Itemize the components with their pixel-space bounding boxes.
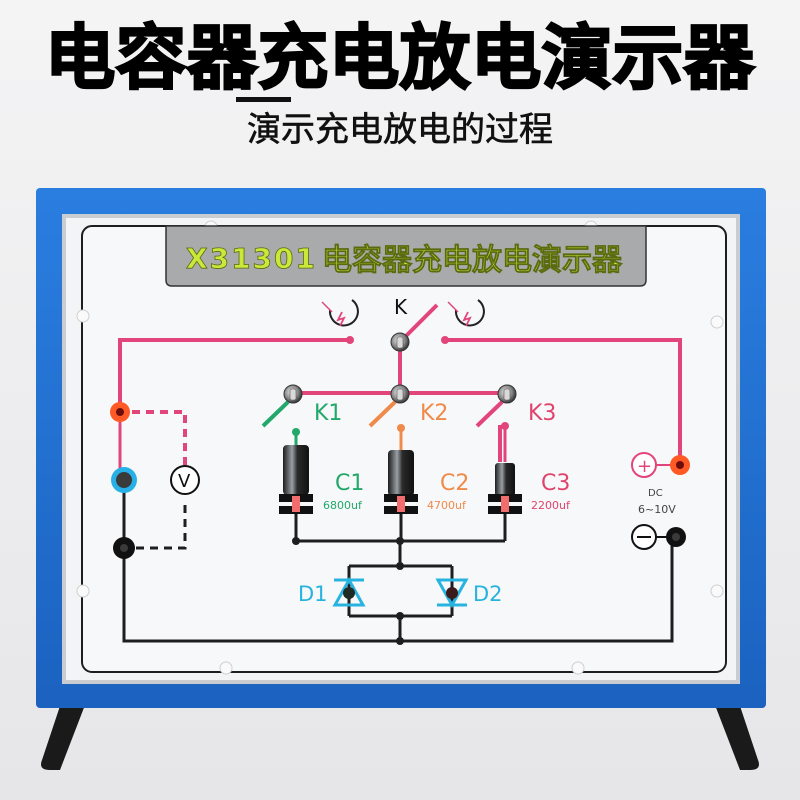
c1-value: 6800uf xyxy=(323,499,363,512)
model-number: X31301 xyxy=(186,242,317,275)
c3-label: C3 xyxy=(541,471,570,496)
black-terminal-left[interactable] xyxy=(113,537,135,559)
svg-text:V: V xyxy=(178,471,191,492)
c1-label: C1 xyxy=(335,471,364,496)
c2-value: 4700uf xyxy=(427,499,467,512)
capacitor-c3 xyxy=(488,463,522,514)
blue-terminal-capacitor[interactable] xyxy=(111,467,137,493)
c3-value: 2200uf xyxy=(531,499,571,512)
k1-label: K1 xyxy=(314,401,342,426)
power-type: DC xyxy=(648,488,663,499)
capacitor-c1 xyxy=(279,445,313,514)
k3-label: K3 xyxy=(528,401,556,426)
svg-text:+: + xyxy=(637,456,652,477)
headline-subtitle: 演示充电放电的过程 xyxy=(247,110,554,151)
k1-blade xyxy=(261,400,290,428)
power-plus-symbol: + xyxy=(631,452,672,478)
k3-blade xyxy=(475,400,504,428)
title-panel xyxy=(165,225,647,287)
diode-d2 xyxy=(435,578,469,609)
power-range: 6~10V xyxy=(638,503,676,516)
diode-d1 xyxy=(332,576,366,607)
main-switch-label: K xyxy=(394,295,408,319)
toggle-switch-k2[interactable] xyxy=(390,384,410,404)
charge-indicator-icon xyxy=(321,299,359,327)
toggle-switch-k3[interactable] xyxy=(497,384,517,404)
power-red-terminal[interactable] xyxy=(670,455,690,475)
power-black-terminal[interactable] xyxy=(666,527,686,547)
capacitor-c2 xyxy=(384,450,418,514)
voltmeter-symbol: V xyxy=(170,465,200,495)
k2-blade xyxy=(368,400,397,428)
headline-underline xyxy=(236,97,291,102)
k2-label: K2 xyxy=(420,401,448,426)
charge-wires xyxy=(118,303,682,475)
toggle-switch-k1[interactable] xyxy=(283,384,303,404)
toggle-switch-k[interactable] xyxy=(390,332,410,352)
d2-label: D2 xyxy=(473,582,503,606)
headline-title: 电容器充电放电演示器 xyxy=(44,17,756,100)
board-name: 电容器充电放电演示器 xyxy=(322,243,623,278)
panel-border xyxy=(81,225,727,673)
discharge-indicator-icon xyxy=(447,299,485,327)
d1-label: D1 xyxy=(298,582,328,606)
c2-label: C2 xyxy=(440,471,469,496)
red-terminal-left[interactable] xyxy=(110,402,130,422)
stand-feet xyxy=(41,700,759,770)
